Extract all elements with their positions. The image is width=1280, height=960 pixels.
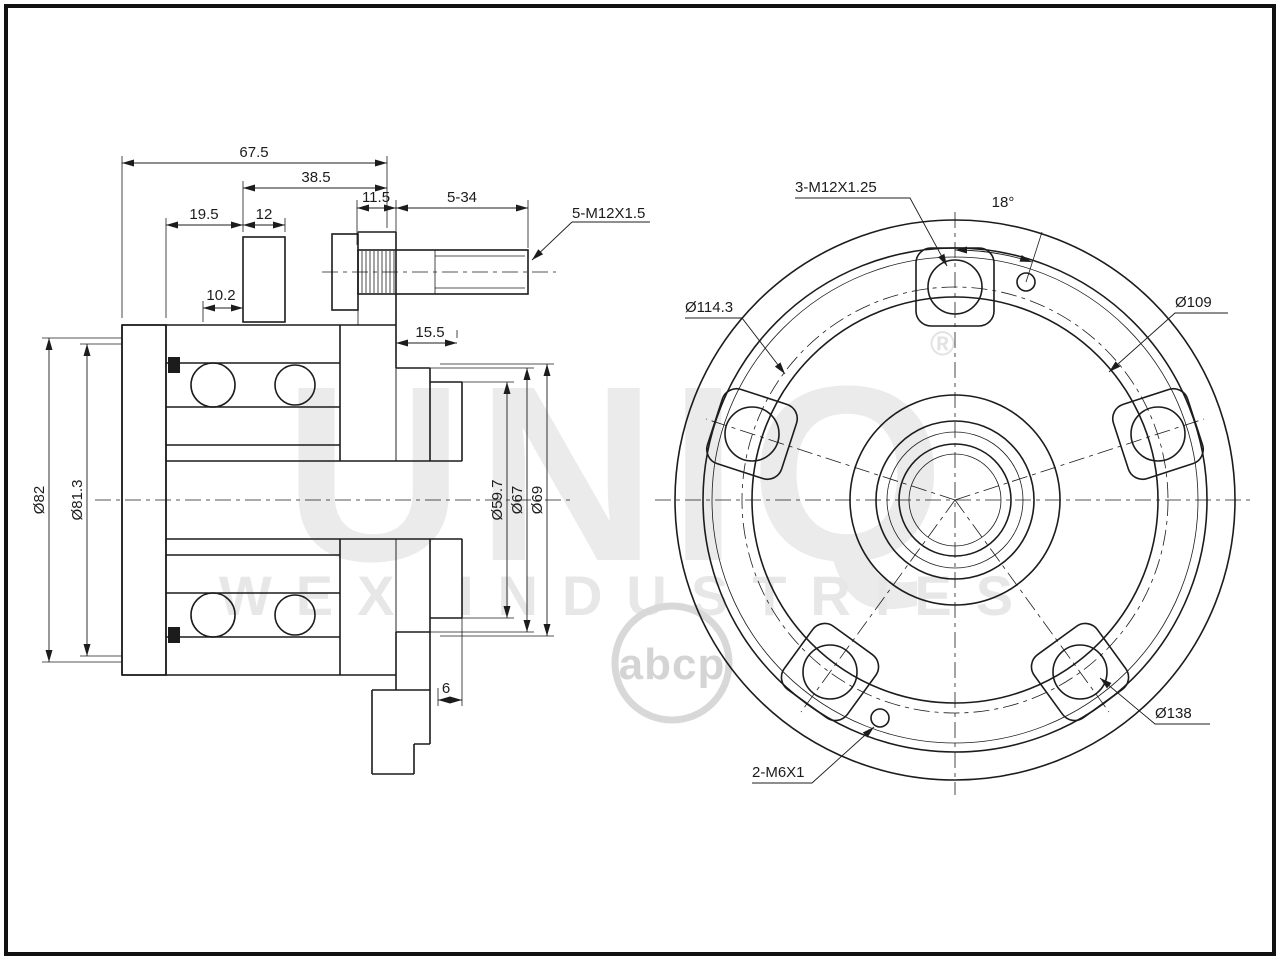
dim-19-5: 19.5 [189, 206, 218, 223]
bolt-hole [1052, 644, 1108, 700]
extension-lines [42, 156, 554, 706]
bolt-boss [705, 387, 799, 481]
flange-outer-circle [674, 219, 1236, 781]
bolt-hole [1130, 406, 1186, 462]
center-boss-circle [849, 394, 1061, 606]
stud-spline [361, 251, 395, 293]
dim-5-34: 5-34 [447, 189, 477, 206]
leader-138 [1099, 677, 1210, 725]
label-18deg: 18° [992, 194, 1015, 211]
bearing-ball [274, 364, 316, 406]
hub-face-circle [751, 296, 1159, 704]
m6-hole [870, 708, 890, 728]
label-2-m6: 2-M6X1 [752, 764, 805, 781]
dim-38-5: 38.5 [301, 169, 330, 186]
dim-11-5: 11.5 [362, 189, 390, 206]
front-view: 18° 3-M12X1.25 Ø114.3 Ø109 Ø138 2-M6X1 [655, 179, 1255, 795]
bolt-boss [780, 622, 880, 722]
leader-3-m12 [795, 197, 948, 267]
bearing-seal [168, 627, 180, 643]
angle-arc [954, 246, 1033, 263]
dim-6: 6 [442, 680, 450, 697]
dim-69: Ø69 [529, 486, 546, 514]
label-138: Ø138 [1155, 705, 1192, 722]
label-114-3: Ø114.3 [685, 299, 733, 316]
stud-thread-leader [532, 221, 650, 260]
front-centerline-diagonals [705, 418, 1205, 713]
cap-boss [242, 236, 286, 323]
dim-12: 12 [256, 206, 273, 223]
dim-15-5: 15.5 [415, 324, 444, 341]
leader-2-m6 [752, 726, 875, 784]
bore-outer-circle [898, 443, 1012, 557]
bearing-ball [190, 592, 236, 638]
dim-59-7: Ø59.7 [489, 480, 506, 521]
leader-114-3 [685, 317, 786, 375]
label-3-m12: 3-M12X1.25 [795, 179, 877, 196]
bolt-hole [724, 406, 780, 462]
dim-67-5: 67.5 [239, 144, 268, 161]
dim-10-2: 10.2 [206, 287, 235, 304]
watermark-brand: UNIQ [284, 334, 957, 613]
bearing-seal [168, 357, 180, 373]
leader-109 [1108, 312, 1228, 373]
registered-mark: ® [930, 325, 955, 363]
bore-inner-circle [908, 453, 1002, 547]
bolt-hole [802, 644, 858, 700]
m6-hole [1016, 272, 1036, 292]
bearing-inner-circle [886, 431, 1024, 569]
hub-section-outline [121, 231, 463, 744]
bolt-circle [741, 286, 1169, 714]
bolt-boss [1030, 622, 1130, 722]
label-109: Ø109 [1175, 294, 1212, 311]
watermark-subtitle: WEX INDUSTRIES [219, 564, 1037, 627]
section-view: 67.5 38.5 19.5 12 11.5 5-34 5-M12X1.5 10… [31, 144, 650, 775]
angle-extension [1025, 231, 1043, 283]
stud-thread [434, 250, 525, 294]
abcp-logo-text: abcp [619, 640, 726, 689]
dim-67: Ø67 [509, 486, 526, 514]
dim-81-3: Ø81.3 [69, 480, 86, 521]
bearing-outer-circle [875, 420, 1035, 580]
label-stud-thread: 5-M12X1.5 [572, 205, 645, 222]
abcp-logo-circle [611, 602, 733, 724]
bearing-ball [190, 362, 236, 408]
bearing-ball [274, 594, 316, 636]
bolt-boss [1111, 387, 1205, 481]
dim-82: Ø82 [31, 486, 48, 514]
flange-hook [371, 689, 430, 775]
bolt-holes [705, 247, 1205, 722]
